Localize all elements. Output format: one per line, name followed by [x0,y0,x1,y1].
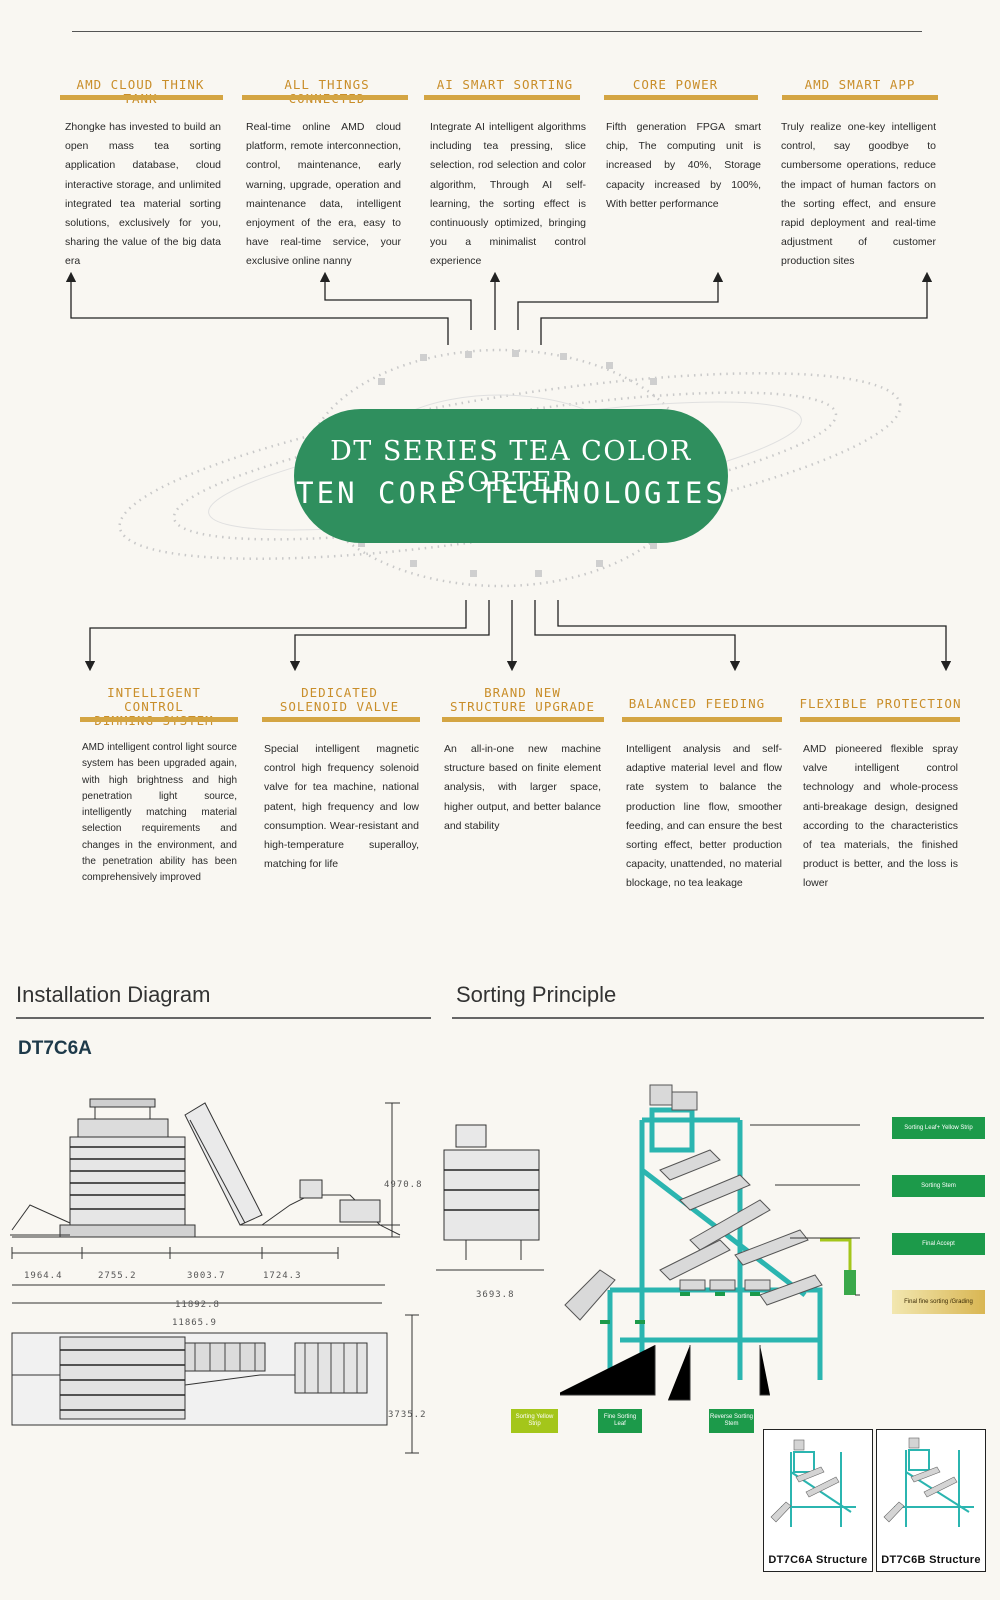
col-title-core-power: CORE POWER [632,77,719,92]
output-tag-yellow-strip: Sorting Yellow Strip [511,1409,558,1433]
orbit-dots [358,350,657,577]
col-text-solenoid-valve: Special intelligent magnetic control hig… [264,743,419,871]
col-title-cloud-think-tank: AMD CLOUD THINK TANK [76,77,205,106]
col-bar [604,95,758,100]
dim-seg2: 2755.2 [98,1271,137,1281]
col-bar [242,95,408,100]
section-underline [16,1017,431,1019]
top-connectors [65,271,933,345]
structure-label-dt7c6a: DT7C6A Structure [768,1554,868,1566]
col-text-amd-smart-app: Truly realize one-key intelligent contro… [781,121,936,268]
col-text-balanced-feeding: Intelligent analysis and self-adaptive m… [626,743,782,890]
col-title-amd-smart-app: AMD SMART APP [804,77,916,92]
output-tag-leaf-yellow-strip: Sorting Leaf+ Yellow Strip [892,1117,985,1139]
col-text-cloud-think-tank: Zhongke has invested to build an open ma… [65,121,221,268]
structure-thumb-drawing [883,1437,974,1527]
dim-seg1: 1964.4 [24,1271,63,1281]
hero-subtitle: TEN CORE TECHNOLOGIES [296,476,726,510]
col-title-solenoid-valve: DEDICATED SOLENOID VALVE [279,685,400,714]
structure-label-dt7c6b: DT7C6B Structure [881,1554,981,1566]
bottom-connectors [84,600,952,672]
dim-width: 3735.2 [388,1410,427,1420]
dim-seg4: 1724.3 [263,1271,302,1281]
hero-title: DT SERIES TEA COLOR SORTER [330,436,692,498]
installation-drawing [10,1098,419,1454]
dim-height: 4970.8 [384,1180,423,1190]
dim-total2: 11865.9 [172,1318,217,1328]
dim-seg3: 3003.7 [187,1271,226,1281]
structure-thumb-drawing [770,1439,856,1527]
output-tag-reverse-stem: Reverse Sorting Stem [709,1409,754,1433]
sorting-machine-drawing [560,1084,860,1401]
col-bar [800,717,960,722]
col-text-flexible-protection: AMD pioneered flexible spray valve intel… [803,743,958,890]
col-title-balanced-feeding: BALANCED FEEDING [628,696,766,711]
output-tag-sorting-stem: Sorting Stem [892,1175,985,1197]
col-text-structure-upgrade: An all-in-one new machine structure base… [444,743,601,832]
col-bar [60,95,223,100]
col-title-all-things-connected: ALL THINGS CONNECTED [284,77,370,106]
col-title-structure-upgrade: BRAND NEW STRUCTURE UPGRADE [450,685,595,714]
model-name: DT7C6A [18,1038,92,1059]
col-title-flexible-protection: FLEXIBLE PROTECTION [799,696,962,711]
col-bar [424,95,580,100]
col-text-ai-smart-sorting: Integrate AI intelligent algorithms incl… [430,121,586,268]
dim-side: 3693.8 [476,1290,515,1300]
structure-thumb-dt7c6a: DT7C6A Structure [763,1429,873,1572]
output-tag-final-grading: Final fine sorting /Grading [892,1290,985,1314]
col-title-ai-smart-sorting: AI SMART SORTING [436,77,574,92]
output-tag-final-accept: Final Accept [892,1233,985,1255]
col-text-all-things-connected: Real-time online AMD cloud platform, rem… [246,121,401,268]
col-text-core-power: Fifth generation FPGA smart chip, The co… [606,121,761,210]
dim-total1: 11892.8 [175,1300,220,1310]
top-divider [72,31,922,32]
col-bar [262,717,420,722]
structure-thumb-dt7c6b: DT7C6B Structure [876,1429,986,1572]
col-text-dimming-system: AMD intelligent control light source sys… [82,742,237,884]
col-bar [442,717,604,722]
col-bar [80,717,238,722]
sorting-principle-title: Sorting Principle [456,982,617,1007]
output-tag-fine-leaf: Fine Sorting Leaf [598,1409,642,1433]
col-bar [622,717,782,722]
installation-diagram-title: Installation Diagram [16,982,211,1007]
hero-badge [294,409,728,543]
section-underline [452,1017,984,1019]
col-bar [782,95,938,100]
side-view-drawing [436,1124,544,1271]
